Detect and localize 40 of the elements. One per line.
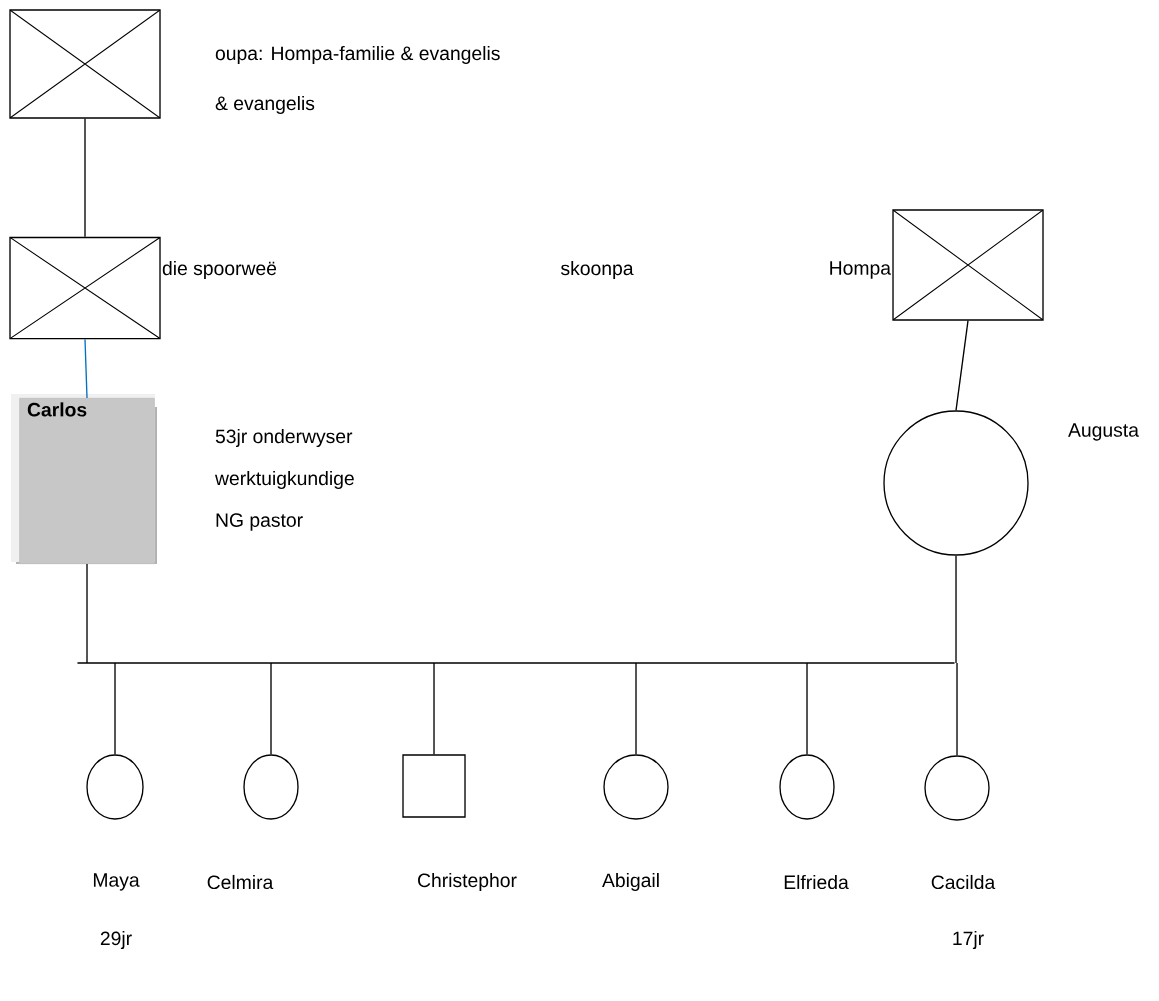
- note-text: werktuigkundige: [215, 471, 354, 489]
- female-circle: [924, 755, 990, 821]
- note-text: & evangelis: [215, 96, 315, 114]
- female-circle: [779, 754, 835, 820]
- note-text: Maya: [93, 873, 140, 891]
- note-text: die spoorweë: [162, 261, 277, 279]
- crossed-box: [9, 9, 161, 119]
- connector-line: [433, 662, 435, 755]
- note-text: Celmira: [207, 874, 274, 890]
- connector-line: [270, 662, 272, 755]
- female-circle: [883, 410, 1029, 556]
- connector-line: [84, 338, 88, 399]
- sibling-line: [76, 662, 956, 664]
- connector-line: [955, 320, 969, 411]
- female-circle: [86, 754, 144, 820]
- relation-label: skoonpa: [561, 261, 634, 279]
- person-box: Carlos: [11, 394, 157, 565]
- connector-line: [956, 662, 958, 756]
- connector-line: [806, 662, 808, 755]
- note-text: 53jr onderwyser: [215, 429, 353, 447]
- connector-line: [955, 555, 957, 664]
- note-text: NG pastor: [216, 513, 303, 531]
- note-text: 29jr: [100, 931, 132, 950]
- female-circle: [603, 754, 669, 820]
- crossed-box: [892, 209, 1044, 321]
- crossed-box: [9, 236, 161, 340]
- note-text: Abigail: [602, 873, 659, 892]
- connector-line: [86, 563, 88, 664]
- note-text: Hompa: [830, 261, 891, 279]
- note-text: 17jr: [953, 931, 984, 950]
- connector-line: [84, 118, 86, 238]
- note-text: Cacilda: [931, 874, 996, 890]
- male-box: [402, 754, 466, 818]
- note-text: Elfrieda: [784, 874, 849, 890]
- note-text: oupa: Hompa-familie & evangelis: [215, 46, 500, 64]
- connector-line: [114, 662, 116, 755]
- female-circle: [243, 754, 299, 820]
- note-text: Christephor: [418, 873, 517, 892]
- connector-line: [635, 662, 637, 755]
- note-text: Augusta: [1068, 423, 1139, 441]
